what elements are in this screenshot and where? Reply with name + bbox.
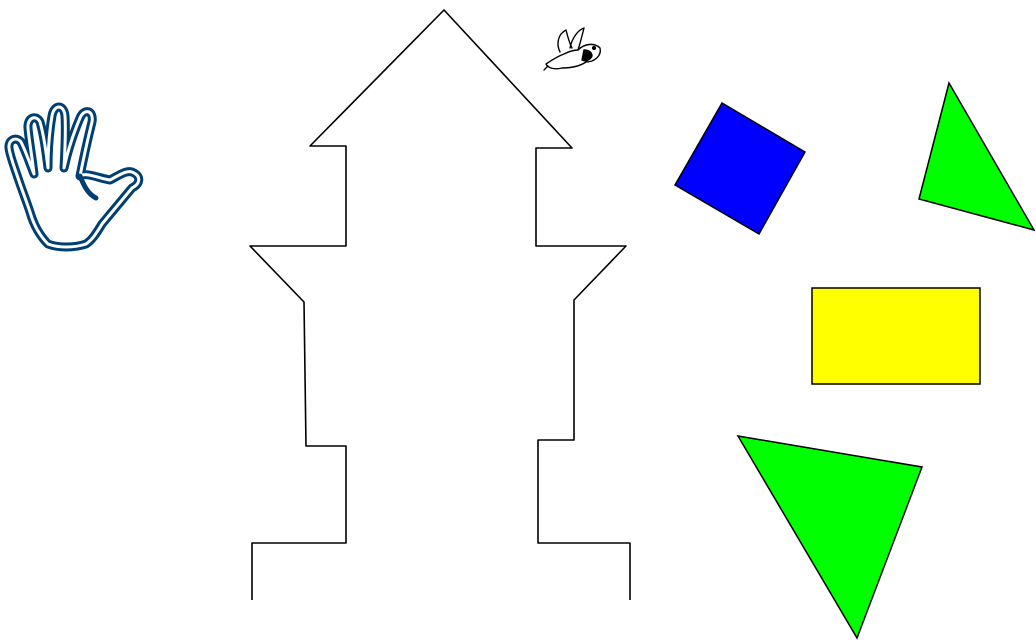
blue-square-piece[interactable] (675, 103, 805, 234)
hand-icon[interactable] (9, 107, 139, 247)
green-small-triangle-piece[interactable] (919, 83, 1034, 230)
castle-tower-outline (250, 10, 630, 600)
yellow-rectangle-piece[interactable] (812, 288, 980, 384)
green-large-triangle-piece[interactable] (738, 436, 922, 638)
bird-icon (544, 28, 600, 70)
